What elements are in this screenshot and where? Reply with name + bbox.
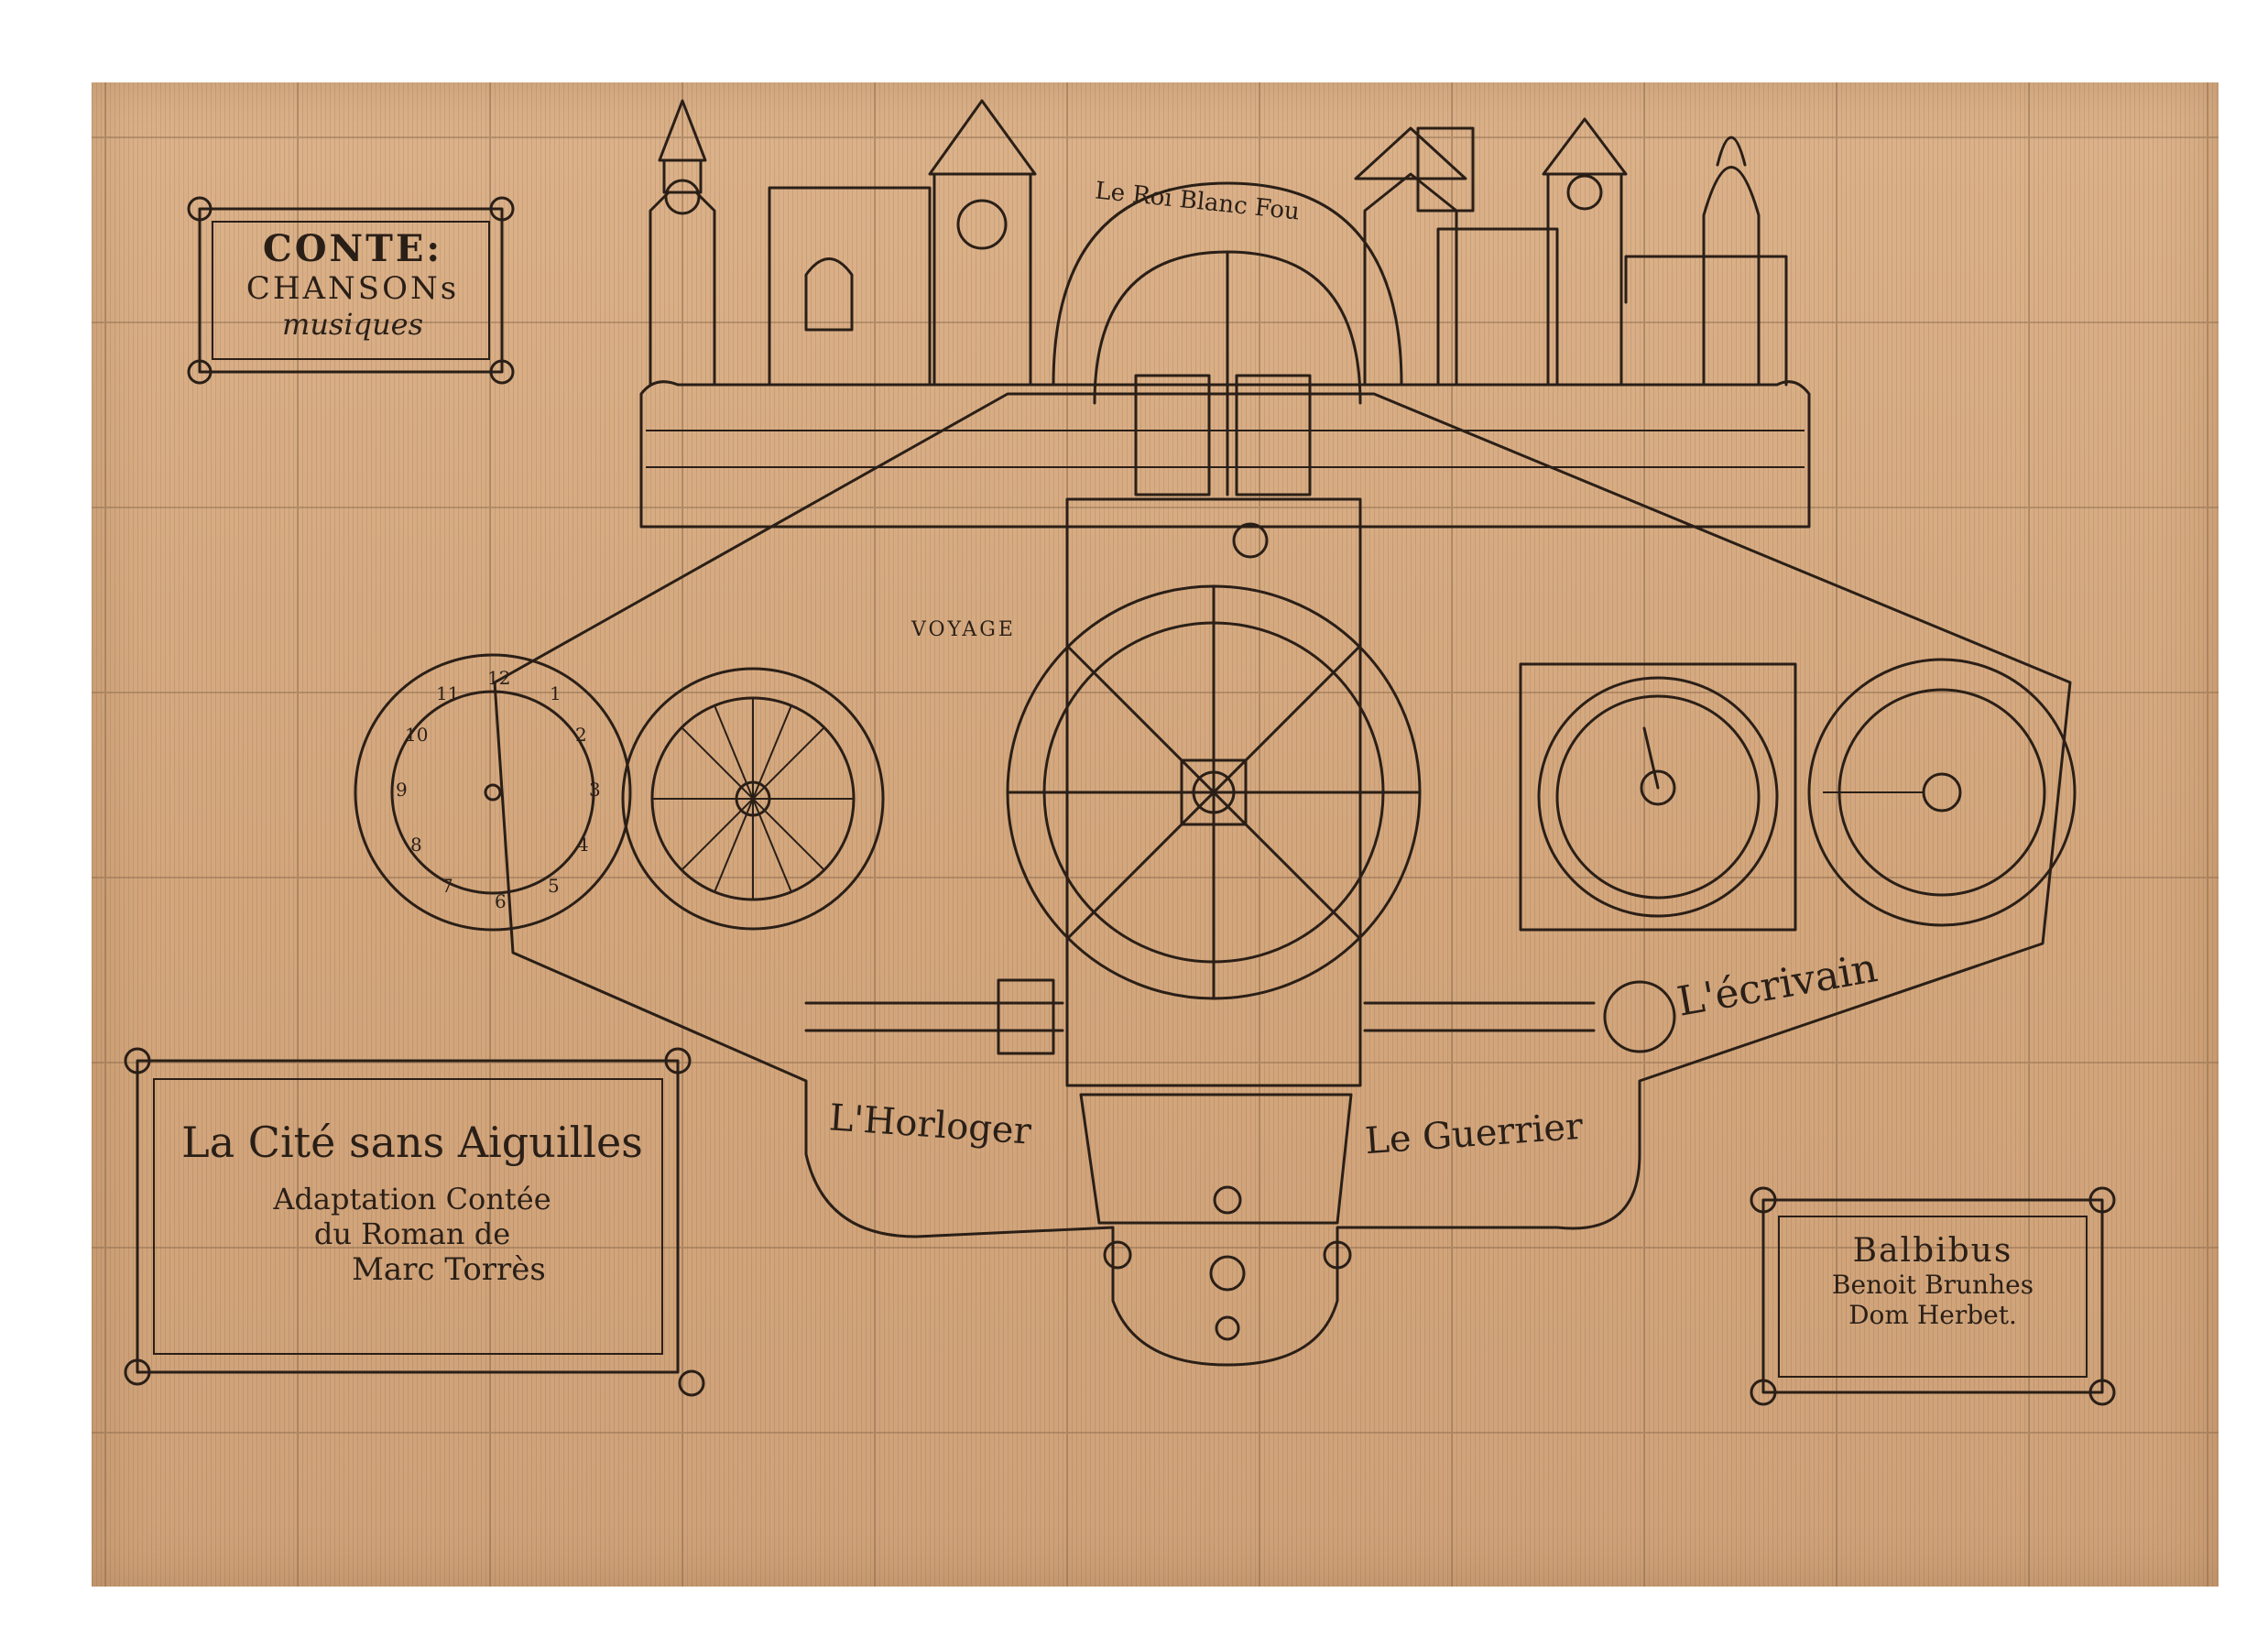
title-panel-text: La Cité sans Aiguilles Adaptation Contée… xyxy=(165,1118,660,1288)
credits-line1: Balbibus xyxy=(1852,1232,2013,1270)
bottom-funnel xyxy=(1079,1093,1353,1341)
numbered-clock-wheel xyxy=(354,653,632,932)
title-line2: Adaptation Contée xyxy=(273,1182,551,1216)
top-left-line3: musiques xyxy=(281,307,424,342)
kraft-paper-background xyxy=(92,82,2219,1587)
poster-title: La Cité sans Aiguilles xyxy=(181,1118,643,1167)
clock-number: 2 xyxy=(575,724,587,746)
clock-number: 10 xyxy=(405,724,429,746)
credits-frame xyxy=(1750,1186,2116,1406)
top-left-line2: CHANSONs xyxy=(245,270,460,307)
roof-band xyxy=(639,380,1811,529)
label-voyage: VOYAGE xyxy=(911,618,1016,641)
clock-number: 8 xyxy=(410,834,422,856)
top-left-line1: CONTE: xyxy=(262,227,443,270)
machine-body xyxy=(493,392,2072,1367)
clock-number: 5 xyxy=(548,875,560,897)
title-line3: du Roman de xyxy=(313,1216,511,1251)
clock-number: 11 xyxy=(436,682,460,704)
central-ships-wheel xyxy=(1006,497,1422,1087)
credits-line2: Benoit Brunhes xyxy=(1831,1270,2034,1300)
clock-number: 4 xyxy=(577,834,589,856)
top-left-panel-text: CONTE: CHANSONs musiques xyxy=(220,227,485,342)
clock-number: 3 xyxy=(589,779,601,801)
credits-panel-text: Balbibus Benoit Brunhes Dom Herbet. xyxy=(1786,1232,2079,1330)
left-spoked-wheel xyxy=(621,667,885,931)
graph-paper-grid xyxy=(92,82,2219,1587)
castle-skyline xyxy=(649,99,1788,496)
right-gauge xyxy=(1519,662,1797,932)
right-ribbed-wheel xyxy=(1807,658,2077,927)
clock-number: 6 xyxy=(495,890,507,912)
clock-number: 1 xyxy=(550,682,562,704)
title-frame xyxy=(124,1047,705,1397)
pipes xyxy=(804,978,1676,1055)
top-left-frame xyxy=(187,196,515,385)
clock-number: 12 xyxy=(487,667,511,689)
clock-number: 9 xyxy=(396,779,408,801)
credits-line3: Dom Herbet. xyxy=(1848,1300,2017,1330)
title-line4: Marc Torrès xyxy=(352,1251,546,1288)
clock-number: 7 xyxy=(442,875,453,897)
